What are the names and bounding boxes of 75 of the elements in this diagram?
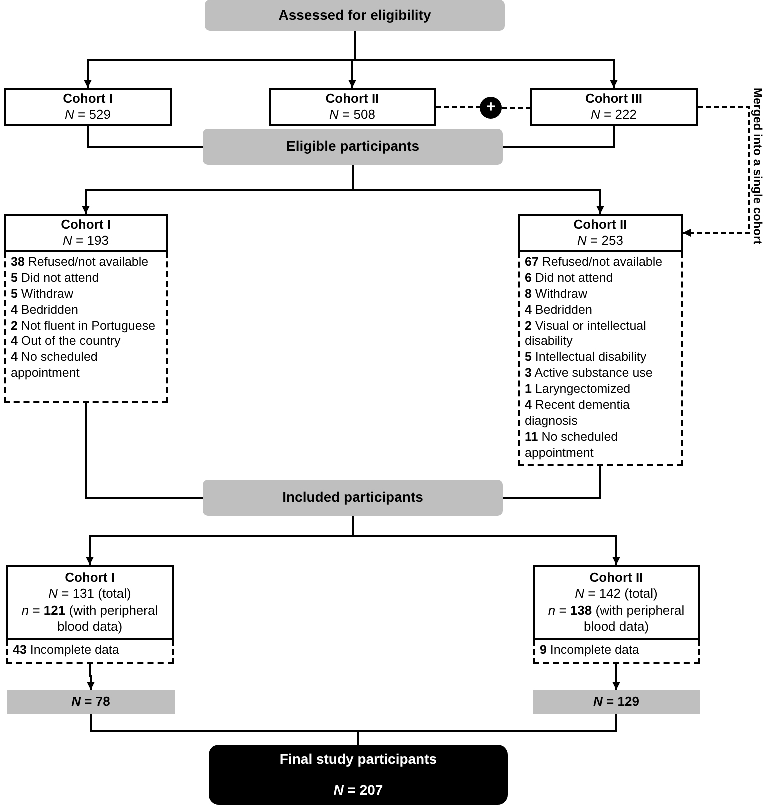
stage-title: Assessed for eligibility [278,6,432,24]
cohort-text: Cohort II [572,216,628,233]
count-bar [533,690,700,714]
arrow [352,165,604,214]
cohort-box [4,214,168,252]
merge-circle [480,97,502,119]
cohort-box [533,565,700,640]
connector-line [87,126,203,148]
exclusion-item: 4 Recent dementia diagnosis [525,398,631,430]
cohort-text: Cohort II [324,90,380,107]
stage-box [203,480,503,516]
arrow [352,516,620,565]
cohort-text: N = 222 [590,107,638,124]
exclusion-item: 5 Intellectual disability [525,350,648,366]
plus-sign: + [485,100,497,116]
arrow [612,664,620,690]
final-text: Final study participants [278,750,438,768]
exclusion-item: 4 Out of the country [11,334,122,350]
dashed-connector [502,107,530,109]
count-text: N = 129 [592,694,640,710]
stage-title: Included participants [282,489,424,507]
cohort-text: N = 253 [576,233,624,250]
connector-line [358,714,618,745]
arrow [87,664,95,690]
exclusion-item: 5 Did not attend [11,270,100,287]
count-text: N = 78 [70,694,112,710]
connector-line [503,126,615,148]
cohort-box [269,88,436,126]
exclusion-item: 43 Incomplete data [13,643,120,659]
exclusion-item: 3 Active substance use [525,366,654,382]
arrow [354,31,618,88]
exclusion-item: 2 Visual or intellectual disability [525,318,648,350]
cohort-box [4,88,172,126]
exclusion-box [518,252,683,466]
count-bar [7,690,175,714]
exclusion-item: 1 Laryngectomized [525,382,632,398]
edge-label: Merged into a single cohort [752,88,764,245]
exclusion-item: 4 No scheduled appointment [11,350,99,382]
cohort-box [6,565,174,640]
cohort-text: Cohort I [60,216,112,233]
cohort-text: Cohort I [64,570,116,586]
cohort-text: N = 529 [64,107,112,124]
cohort-text: N = 131 (total) [48,586,132,602]
exclusion-item: 2 Not fluent in Portuguese [11,318,157,334]
cohort-text: n = 138 (with peripheral blood data) [547,602,686,635]
exclusion-box [6,640,174,664]
stage-box [205,0,505,31]
connector-line [503,466,602,499]
cohort-text: N = 142 (total) [574,586,659,602]
exclusion-item: 4 Bedridden [11,302,80,318]
exclusion-item: 67 Refused/not available [525,255,664,271]
cohort-text: N = 193 [62,233,110,250]
final-text: N = 207 [332,782,384,800]
final-box [209,745,508,805]
cohort-text: Cohort I [62,90,114,107]
exclusion-item: 9 Incomplete data [540,643,640,659]
cohort-text: Cohort III [584,90,644,107]
cohort-box [518,214,683,252]
exclusion-item: 38 Refused/not available [11,255,150,271]
cohort-text: N = 508 [328,107,376,124]
cohort-text: n = 121 (with peripheral blood data) [20,602,160,635]
exclusion-item: 6 Did not attend [525,270,614,287]
exclusion-item: 8 Withdraw [525,286,589,303]
exclusion-item: 4 Bedridden [525,302,594,318]
dashed-connector [436,106,480,108]
stage-box [203,129,503,165]
cohort-text: Cohort II [588,570,644,586]
exclusion-box [4,252,168,403]
exclusion-item: 5 Withdraw [11,286,75,303]
stage-title: Eligible participants [285,138,421,156]
exclusion-box [533,640,700,664]
dashed-connector [683,106,750,237]
connector-line [85,403,203,499]
exclusion-item: 11 No scheduled appointment [525,430,620,462]
cohort-box [530,88,698,126]
